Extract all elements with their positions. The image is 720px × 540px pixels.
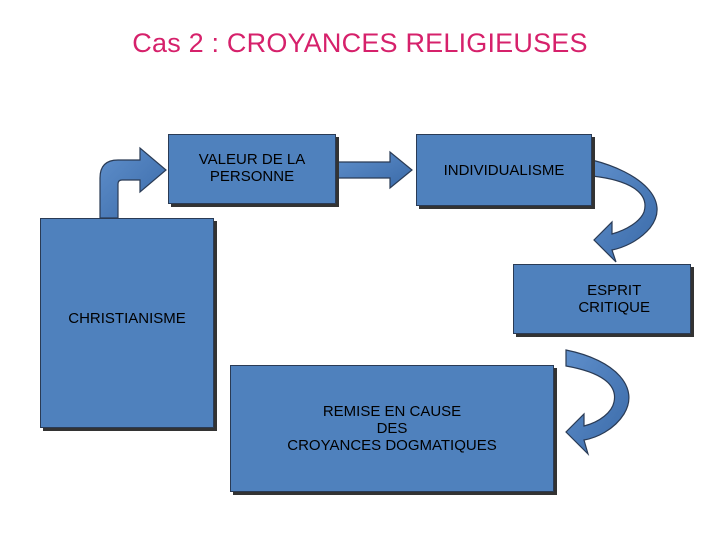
box-esprit-critique: ESPRIT CRITIQUE [513,264,691,334]
box-valeur-personne: VALEUR DE LA PERSONNE [168,134,336,204]
box-christianisme: CHRISTIANISME [40,218,214,428]
box-christianisme-label: CHRISTIANISME [68,309,186,327]
box-individualisme: INDIVIDUALISME [416,134,592,206]
curved-arrow-icon-2 [565,349,630,457]
box-esprit-label: ESPRIT CRITIQUE [578,282,650,316]
box-valeur-label: VALEUR DE LA PERSONNE [198,151,306,185]
box-remise-label: REMISE EN CAUSE DES CROYANCES DOGMATIQUE… [287,403,497,454]
box-remise-en-cause: REMISE EN CAUSE DES CROYANCES DOGMATIQUE… [230,365,554,492]
bent-arrow-icon [99,146,167,219]
page-title: Cas 2 : CROYANCES RELIGIEUSES [132,28,588,58]
curved-arrow-icon [591,159,658,263]
box-individualisme-label: INDIVIDUALISME [443,161,565,179]
right-arrow-icon [337,150,413,190]
